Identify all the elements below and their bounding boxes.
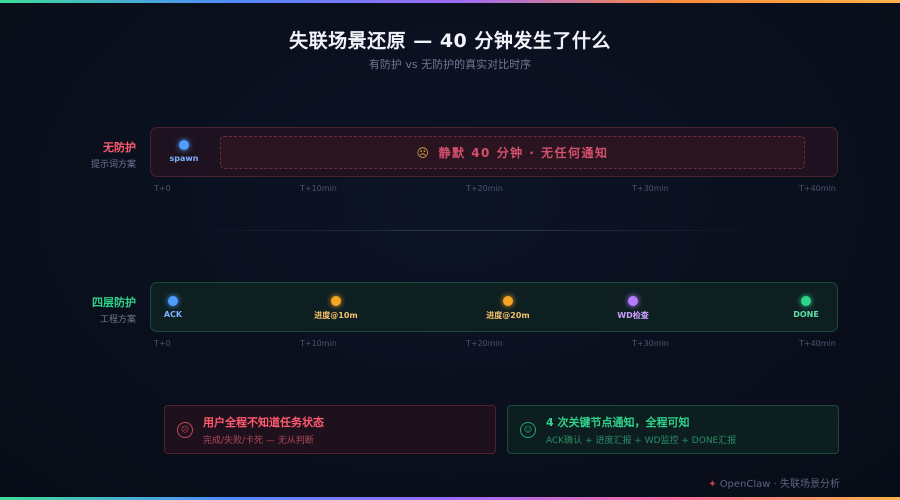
page-title: 失联场景还原 — 40 分钟发生了什么 [289,30,611,52]
timeline-node-done: DONE [776,296,836,319]
ack-dot [168,296,178,306]
tick-label: T+20min [466,184,503,193]
summary-card-unprotected: ☹ 用户全程不知道任务状态 完成/失败/卡死 — 无从判断 [164,405,496,454]
timeline-node-progress-10m: 进度@10m [306,296,366,321]
summary-card-protected: ☺ 4 次关键节点通知，全程可知 ACK确认 + 进度汇报 + WD监控 + D… [507,405,839,454]
tick-label: T+40min [799,339,836,348]
progress-20m-dot [503,296,513,306]
row-title-unprotected: 无防护 [103,141,136,154]
footer-text: OpenClaw · 失联场景分析 [719,479,840,490]
wd-check-label: WD检查 [617,311,649,320]
progress-10m-dot [331,296,341,306]
ack-label: ACK [163,310,183,319]
time-axis-protected: T+0 T+10min T+20min T+30min T+40min [150,339,838,351]
top-gradient-bar [0,0,900,3]
progress-20m-label: 进度@20m [486,311,530,320]
tick-label: T+10min [300,184,337,193]
timeline-node-progress-20m: 进度@20m [478,296,538,321]
page-subtitle: 有防护 vs 无防护的真实对比时序 [368,58,532,71]
row-subtitle-unprotected: 提示词方案 [90,160,136,170]
done-label: DONE [793,310,819,319]
tick-label: T+20min [466,339,503,348]
silent-period-box: ☹ 静默 40 分钟 · 无任何通知 [220,136,805,169]
silent-period-text: 静默 40 分钟 · 无任何通知 [438,146,609,160]
sad-face-icon: ☹ [177,421,193,438]
summary-desc-unprotected: 完成/失败/卡死 — 无从判断 [203,435,314,446]
timeline-node-spawn: spawn [154,140,214,163]
footer-credit: ✦OpenClaw · 失联场景分析 [708,475,840,490]
done-dot [801,296,811,306]
summary-title-protected: 4 次关键节点通知，全程可知 [546,415,690,429]
row-label-protected: 四层防护 工程方案 [36,294,136,325]
lobster-icon: ✦ [708,479,717,490]
timeline-node-ack: ACK [143,296,203,319]
happy-face-icon: ☺ [520,421,536,438]
tick-label: T+30min [632,339,669,348]
timeline-track-protected [150,282,838,332]
summary-desc-protected: ACK确认 + 进度汇报 + WD监控 + DONE汇报 [546,435,737,446]
wd-check-dot [628,296,638,306]
row-subtitle-protected: 工程方案 [99,315,136,325]
row-label-unprotected: 无防护 提示词方案 [36,139,136,170]
tick-label: T+10min [300,339,337,348]
tick-label: T+30min [632,184,669,193]
progress-10m-label: 进度@10m [314,311,358,320]
row-title-protected: 四层防护 [92,296,136,309]
tick-label: T+40min [799,184,836,193]
worried-face-icon: ☹ [416,145,431,160]
spawn-dot [179,140,189,150]
bottom-gradient-bar [0,497,900,500]
tick-label: T+0 [154,339,171,348]
summary-title-unprotected: 用户全程不知道任务状态 [203,415,324,429]
spawn-label: spawn [169,154,199,163]
timeline-node-wd-check: WD检查 [603,296,663,321]
time-axis-unprotected: T+0 T+10min T+20min T+30min T+40min [150,184,838,196]
tick-label: T+0 [154,184,171,193]
section-divider [180,230,770,231]
